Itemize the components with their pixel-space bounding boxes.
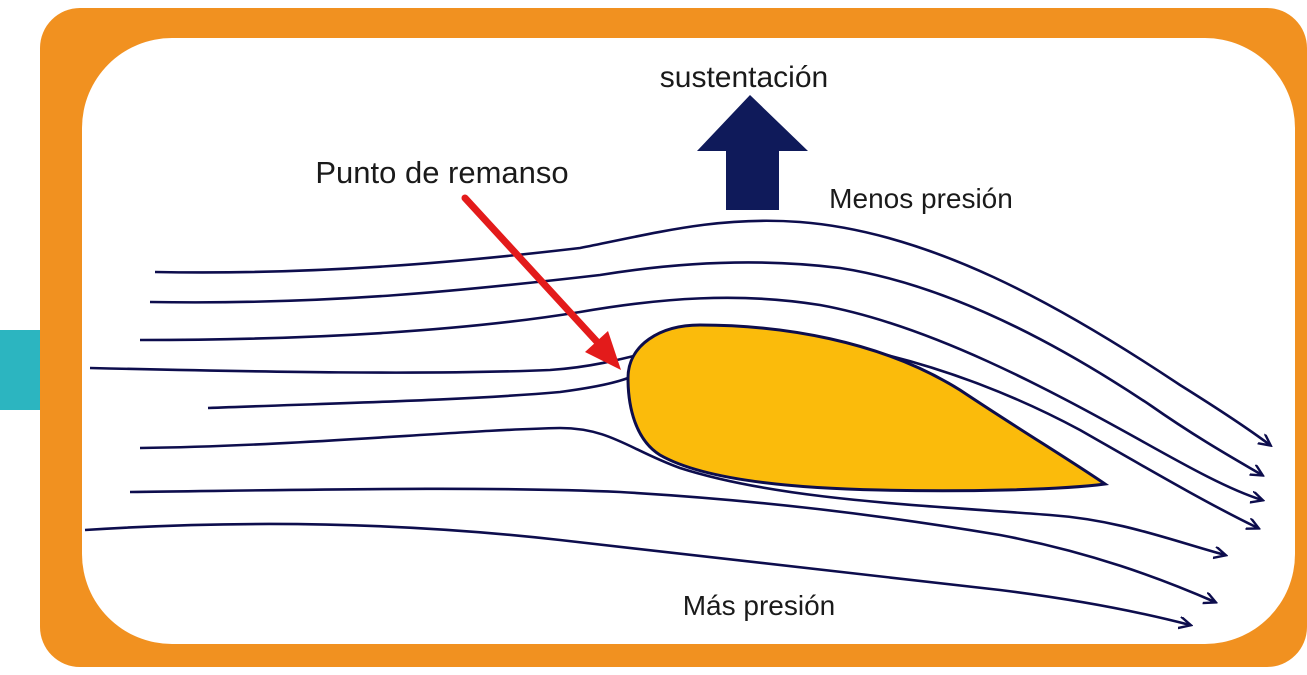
streamline-1 [154,219,1270,445]
stagnation-point-label: Punto de remanso [315,155,568,190]
more-pressure-label: Más presión [683,590,836,621]
lift-label: sustentación [660,61,828,94]
red-pointer-arrow-icon [461,194,621,370]
streamline-5 [207,376,629,410]
streamline-3 [139,296,1262,500]
up-arrow-icon [697,95,808,210]
airfoil [626,323,1110,493]
streamline-2 [149,261,1262,475]
less-pressure-label: Menos presión [829,183,1013,214]
streamline-7 [129,487,1215,602]
streamline-6 [139,426,1225,555]
streamline-8 [84,522,1190,625]
